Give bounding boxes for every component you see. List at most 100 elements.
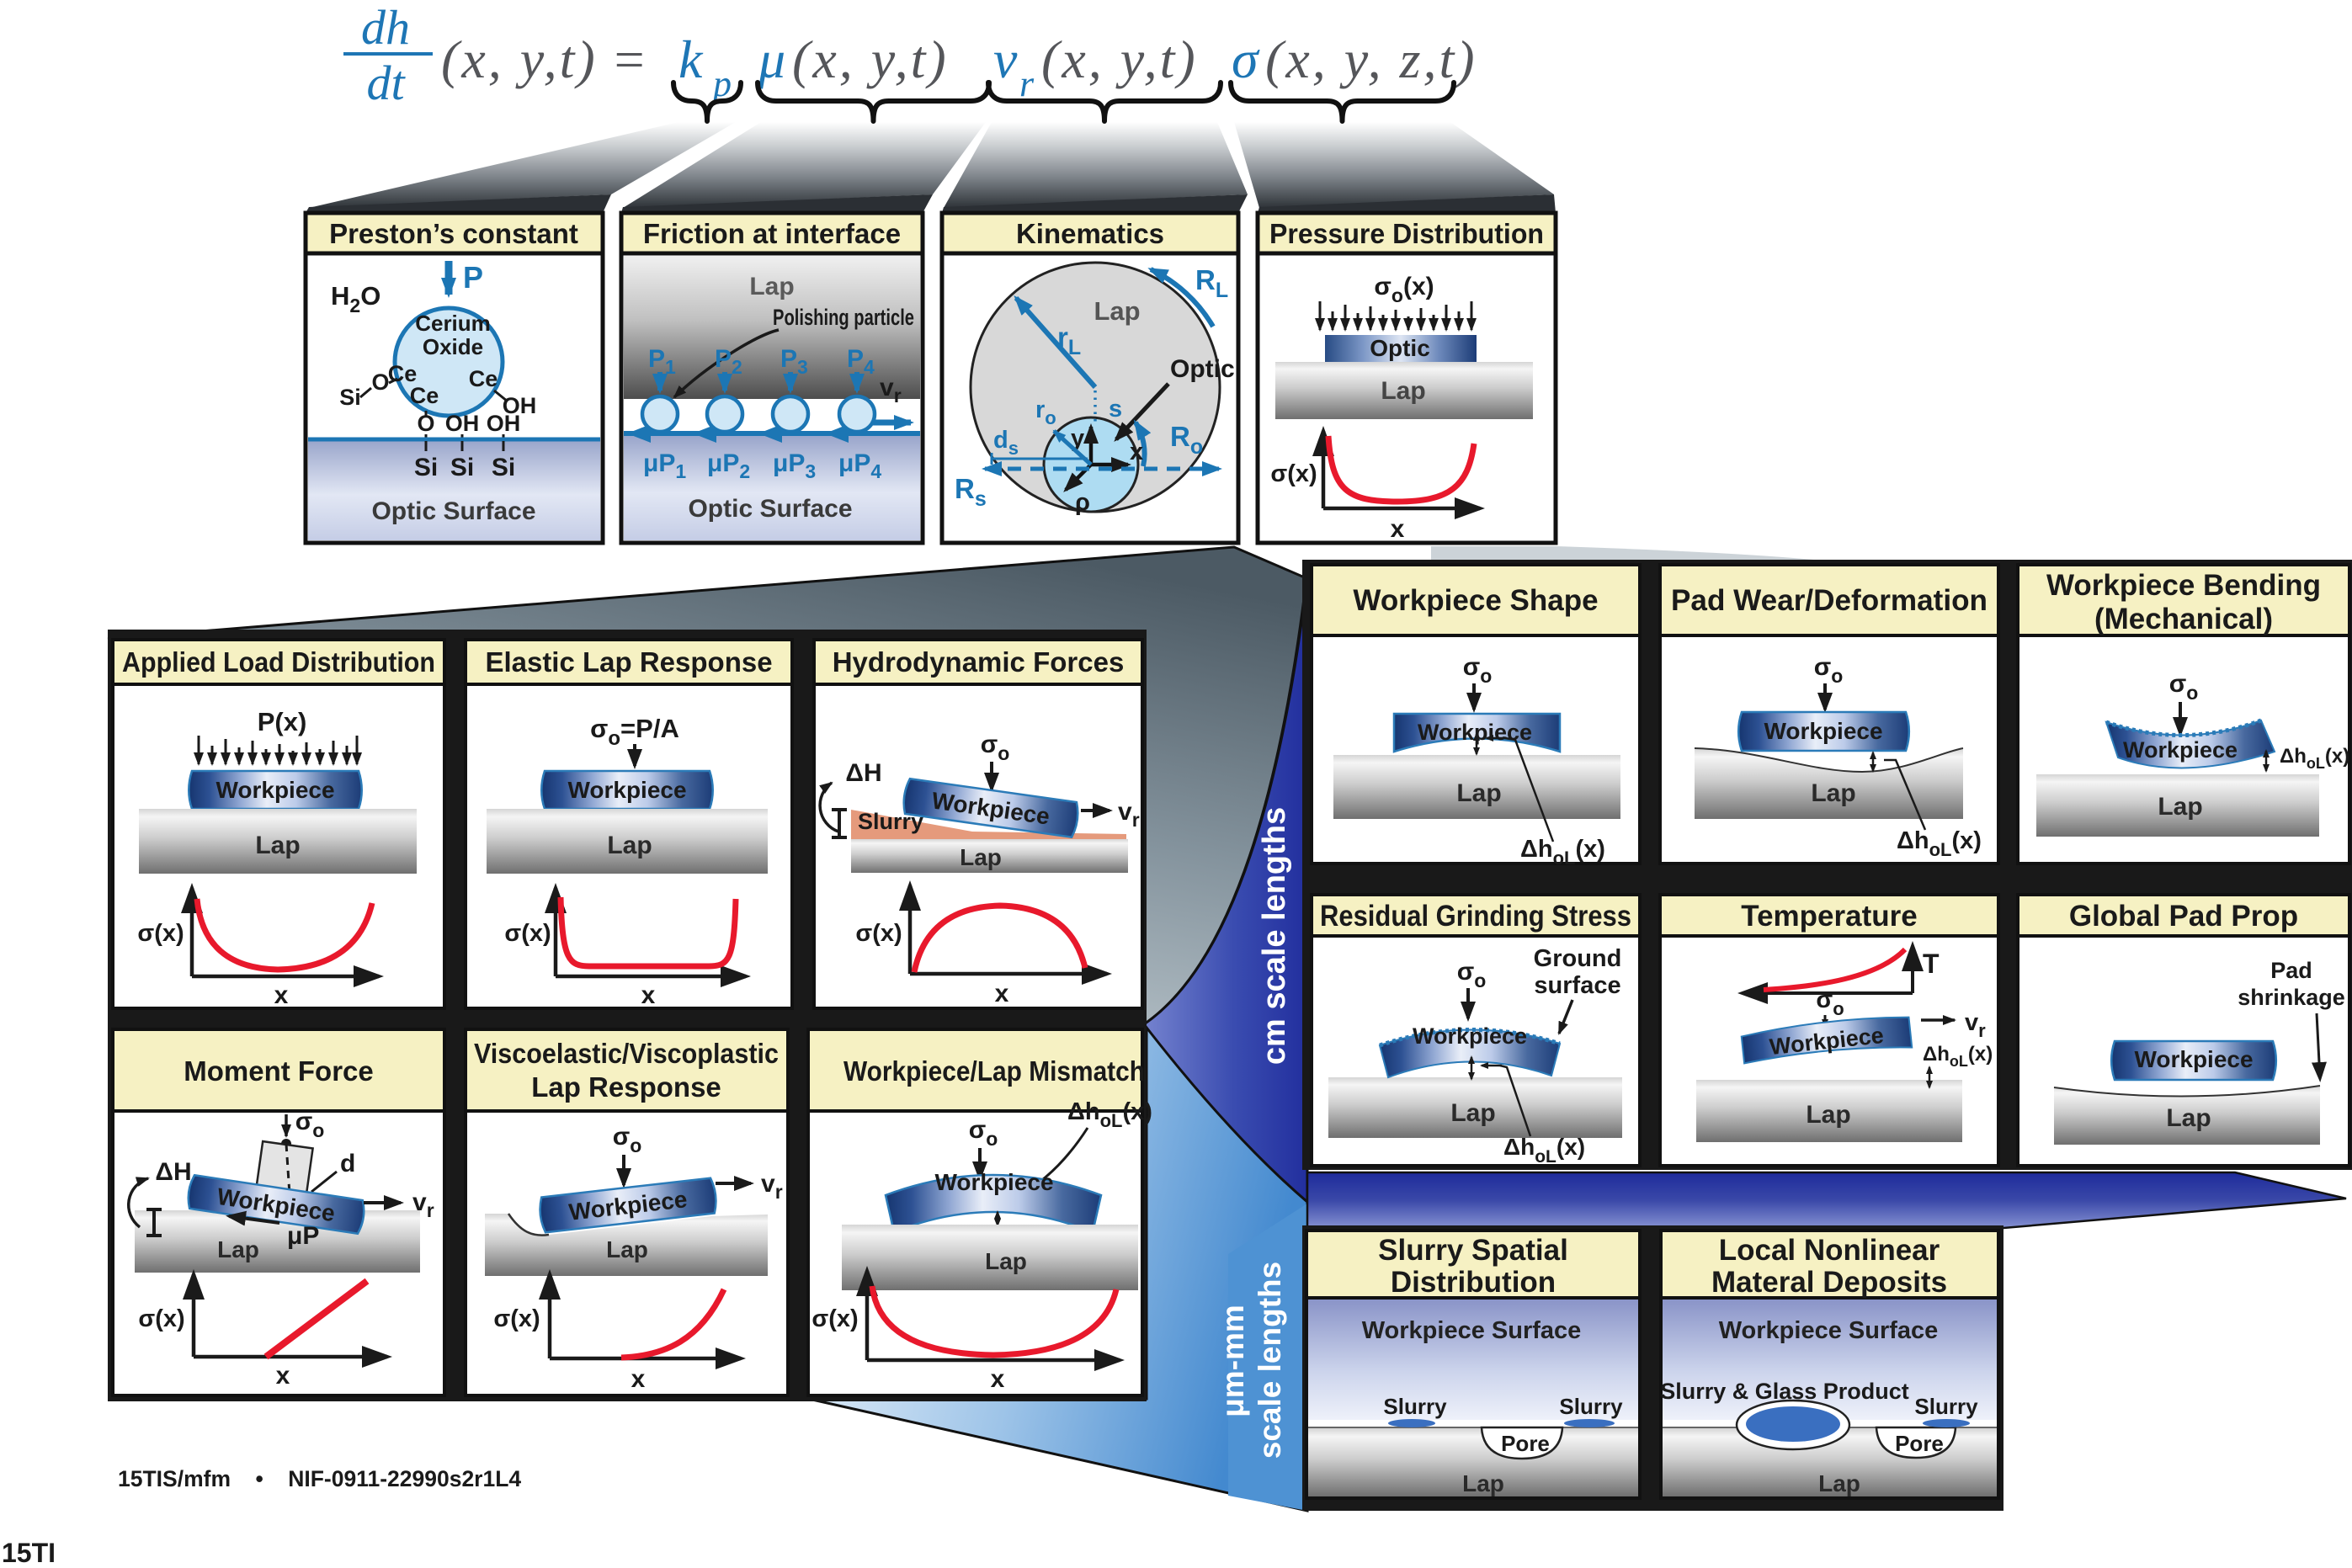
svg-text:T: T	[1923, 949, 1940, 979]
svg-text:(x, y,t) =: (x, y,t) =	[441, 29, 650, 89]
svg-text:vr: vr	[1118, 798, 1140, 831]
svg-text:x: x	[1130, 439, 1143, 465]
svg-text:Lap: Lap	[2166, 1104, 2211, 1132]
svg-text:x: x	[641, 981, 656, 1009]
svg-text:Local Nonlinear: Local Nonlinear	[1719, 1234, 1940, 1267]
svg-text:σ(x): σ(x)	[811, 1305, 858, 1332]
svg-text:σ(x): σ(x)	[138, 1305, 184, 1332]
svg-text:Pore: Pore	[1501, 1431, 1550, 1456]
svg-text:Ce: Ce	[410, 383, 439, 408]
svg-text:Cerium: Cerium	[415, 311, 491, 336]
svg-text:OH: OH	[487, 411, 521, 436]
svg-text:Lap: Lap	[1806, 1101, 1850, 1129]
svg-text:(x, y,t): (x, y,t)	[1041, 29, 1198, 89]
svg-text:Workpiece Bending: Workpiece Bending	[2046, 569, 2321, 602]
svg-text:Oxide: Oxide	[423, 334, 483, 359]
svg-text:Workpiece/Lap Mismatch: Workpiece/Lap Mismatch	[843, 1055, 1145, 1087]
svg-text:Preston’s constant: Preston’s constant	[329, 218, 578, 249]
svg-text:Applied Load Distribution: Applied Load Distribution	[122, 646, 435, 678]
svg-text:Si: Si	[414, 454, 438, 481]
svg-text:Slurry: Slurry	[1559, 1394, 1623, 1419]
svg-text:Temperature: Temperature	[1741, 900, 1917, 933]
svg-text:r: r	[1019, 63, 1035, 104]
svg-text:Elastic Lap Response: Elastic Lap Response	[485, 646, 772, 678]
svg-text:Workpiece Surface: Workpiece Surface	[1719, 1317, 1939, 1344]
svg-text:Lap: Lap	[985, 1248, 1027, 1274]
svg-text:x: x	[995, 980, 1009, 1007]
svg-text:Friction at interface: Friction at interface	[643, 218, 901, 249]
svg-text:surface: surface	[1534, 972, 1620, 999]
svg-text:σ(x): σ(x)	[493, 1305, 540, 1332]
svg-text:σ(x): σ(x)	[137, 920, 184, 947]
svg-text:σ(x): σ(x)	[504, 920, 551, 947]
svg-text:P: P	[463, 260, 483, 295]
svg-text:Optic Surface: Optic Surface	[371, 497, 535, 525]
svg-text:(x, y,t): (x, y,t)	[792, 29, 949, 89]
svg-text:Lap: Lap	[1094, 296, 1140, 326]
svg-text:OH: OH	[503, 393, 537, 418]
svg-text:Lap: Lap	[255, 832, 300, 859]
svg-text:Pad Wear/Deformation: Pad Wear/Deformation	[1671, 584, 1987, 617]
svg-text:μ: μ	[758, 29, 785, 89]
svg-text:Residual Grinding Stress: Residual Grinding Stress	[1320, 900, 1631, 933]
svg-text:Lap Response: Lap Response	[531, 1071, 721, 1103]
svg-text:Workpiece: Workpiece	[216, 777, 334, 803]
svg-text:x: x	[276, 1362, 290, 1390]
svg-text:μP: μP	[287, 1222, 319, 1250]
svg-text:Lap: Lap	[217, 1236, 259, 1262]
svg-text:Optic: Optic	[1370, 335, 1430, 361]
svg-text:Lap: Lap	[607, 832, 652, 859]
svg-text:Lap: Lap	[1450, 1099, 1495, 1127]
svg-text:Kinematics: Kinematics	[1016, 218, 1164, 249]
svg-text:Workpiece: Workpiece	[1413, 1023, 1527, 1049]
svg-text:(Mechanical): (Mechanical)	[2094, 603, 2273, 635]
svg-text:v: v	[993, 29, 1018, 89]
svg-text:x: x	[991, 1365, 1005, 1393]
svg-text:μP2: μP2	[707, 449, 750, 482]
svg-text:ρ: ρ	[1075, 489, 1090, 516]
svg-text:σ(x): σ(x)	[855, 920, 902, 947]
svg-text:k: k	[678, 29, 704, 89]
svg-text:d: d	[340, 1150, 355, 1177]
svg-text:O: O	[371, 369, 389, 395]
svg-text:Workpiece: Workpiece	[567, 777, 686, 803]
svg-text:Pore: Pore	[1895, 1431, 1944, 1456]
svg-text:ΔH: ΔH	[845, 759, 881, 787]
svg-text:Ce: Ce	[469, 366, 498, 391]
svg-text:μm-mm: μm-mm	[1216, 1305, 1250, 1417]
svg-text:Slurry: Slurry	[1914, 1394, 1978, 1419]
svg-text:P4: P4	[847, 345, 875, 378]
svg-text:Ground: Ground	[1534, 945, 1622, 972]
svg-text:P3: P3	[780, 345, 808, 378]
svg-text:Si: Si	[492, 454, 515, 481]
svg-text:Workpiece: Workpiece	[2123, 737, 2238, 763]
svg-text:σ(x): σ(x)	[1270, 460, 1317, 487]
svg-text:Distribution: Distribution	[1391, 1266, 1556, 1299]
svg-text:Workpiece: Workpiece	[934, 1169, 1053, 1195]
svg-text:dh: dh	[361, 0, 410, 55]
svg-text:Slurry Spatial: Slurry Spatial	[1378, 1234, 1568, 1267]
svg-text:Lap: Lap	[1456, 779, 1501, 807]
svg-text:15TI: 15TI	[2, 1538, 56, 1568]
svg-text:Lap: Lap	[1462, 1470, 1504, 1496]
svg-text:Materal Deposits: Materal Deposits	[1711, 1266, 1947, 1299]
svg-text:x: x	[1391, 515, 1405, 543]
svg-text:x: x	[274, 981, 289, 1009]
svg-text:Viscoelastic/Viscoplastic: Viscoelastic/Viscoplastic	[474, 1038, 779, 1069]
svg-text:P(x): P(x)	[258, 707, 307, 736]
svg-text:dt: dt	[366, 56, 406, 110]
svg-text:(x, y, z,t): (x, y, z,t)	[1265, 29, 1477, 89]
svg-text:Lap: Lap	[1811, 779, 1855, 807]
svg-text:Lap: Lap	[2158, 793, 2202, 821]
svg-text:Workpiece Shape: Workpiece Shape	[1353, 584, 1598, 617]
svg-text:Workpiece: Workpiece	[1764, 718, 1882, 744]
svg-text:Optic Surface: Optic Surface	[688, 495, 852, 523]
svg-text:σ: σ	[1232, 29, 1260, 89]
svg-text:y: y	[1071, 425, 1084, 452]
svg-text:cm scale lengths: cm scale lengths	[1257, 807, 1292, 1065]
svg-text:Pad: Pad	[2270, 958, 2312, 983]
svg-text:Lap: Lap	[1381, 377, 1425, 405]
svg-text:Hydrodynamic Forces: Hydrodynamic Forces	[833, 646, 1125, 678]
svg-text:O: O	[417, 411, 434, 436]
svg-text:Pressure Distribution: Pressure Distribution	[1269, 218, 1544, 249]
